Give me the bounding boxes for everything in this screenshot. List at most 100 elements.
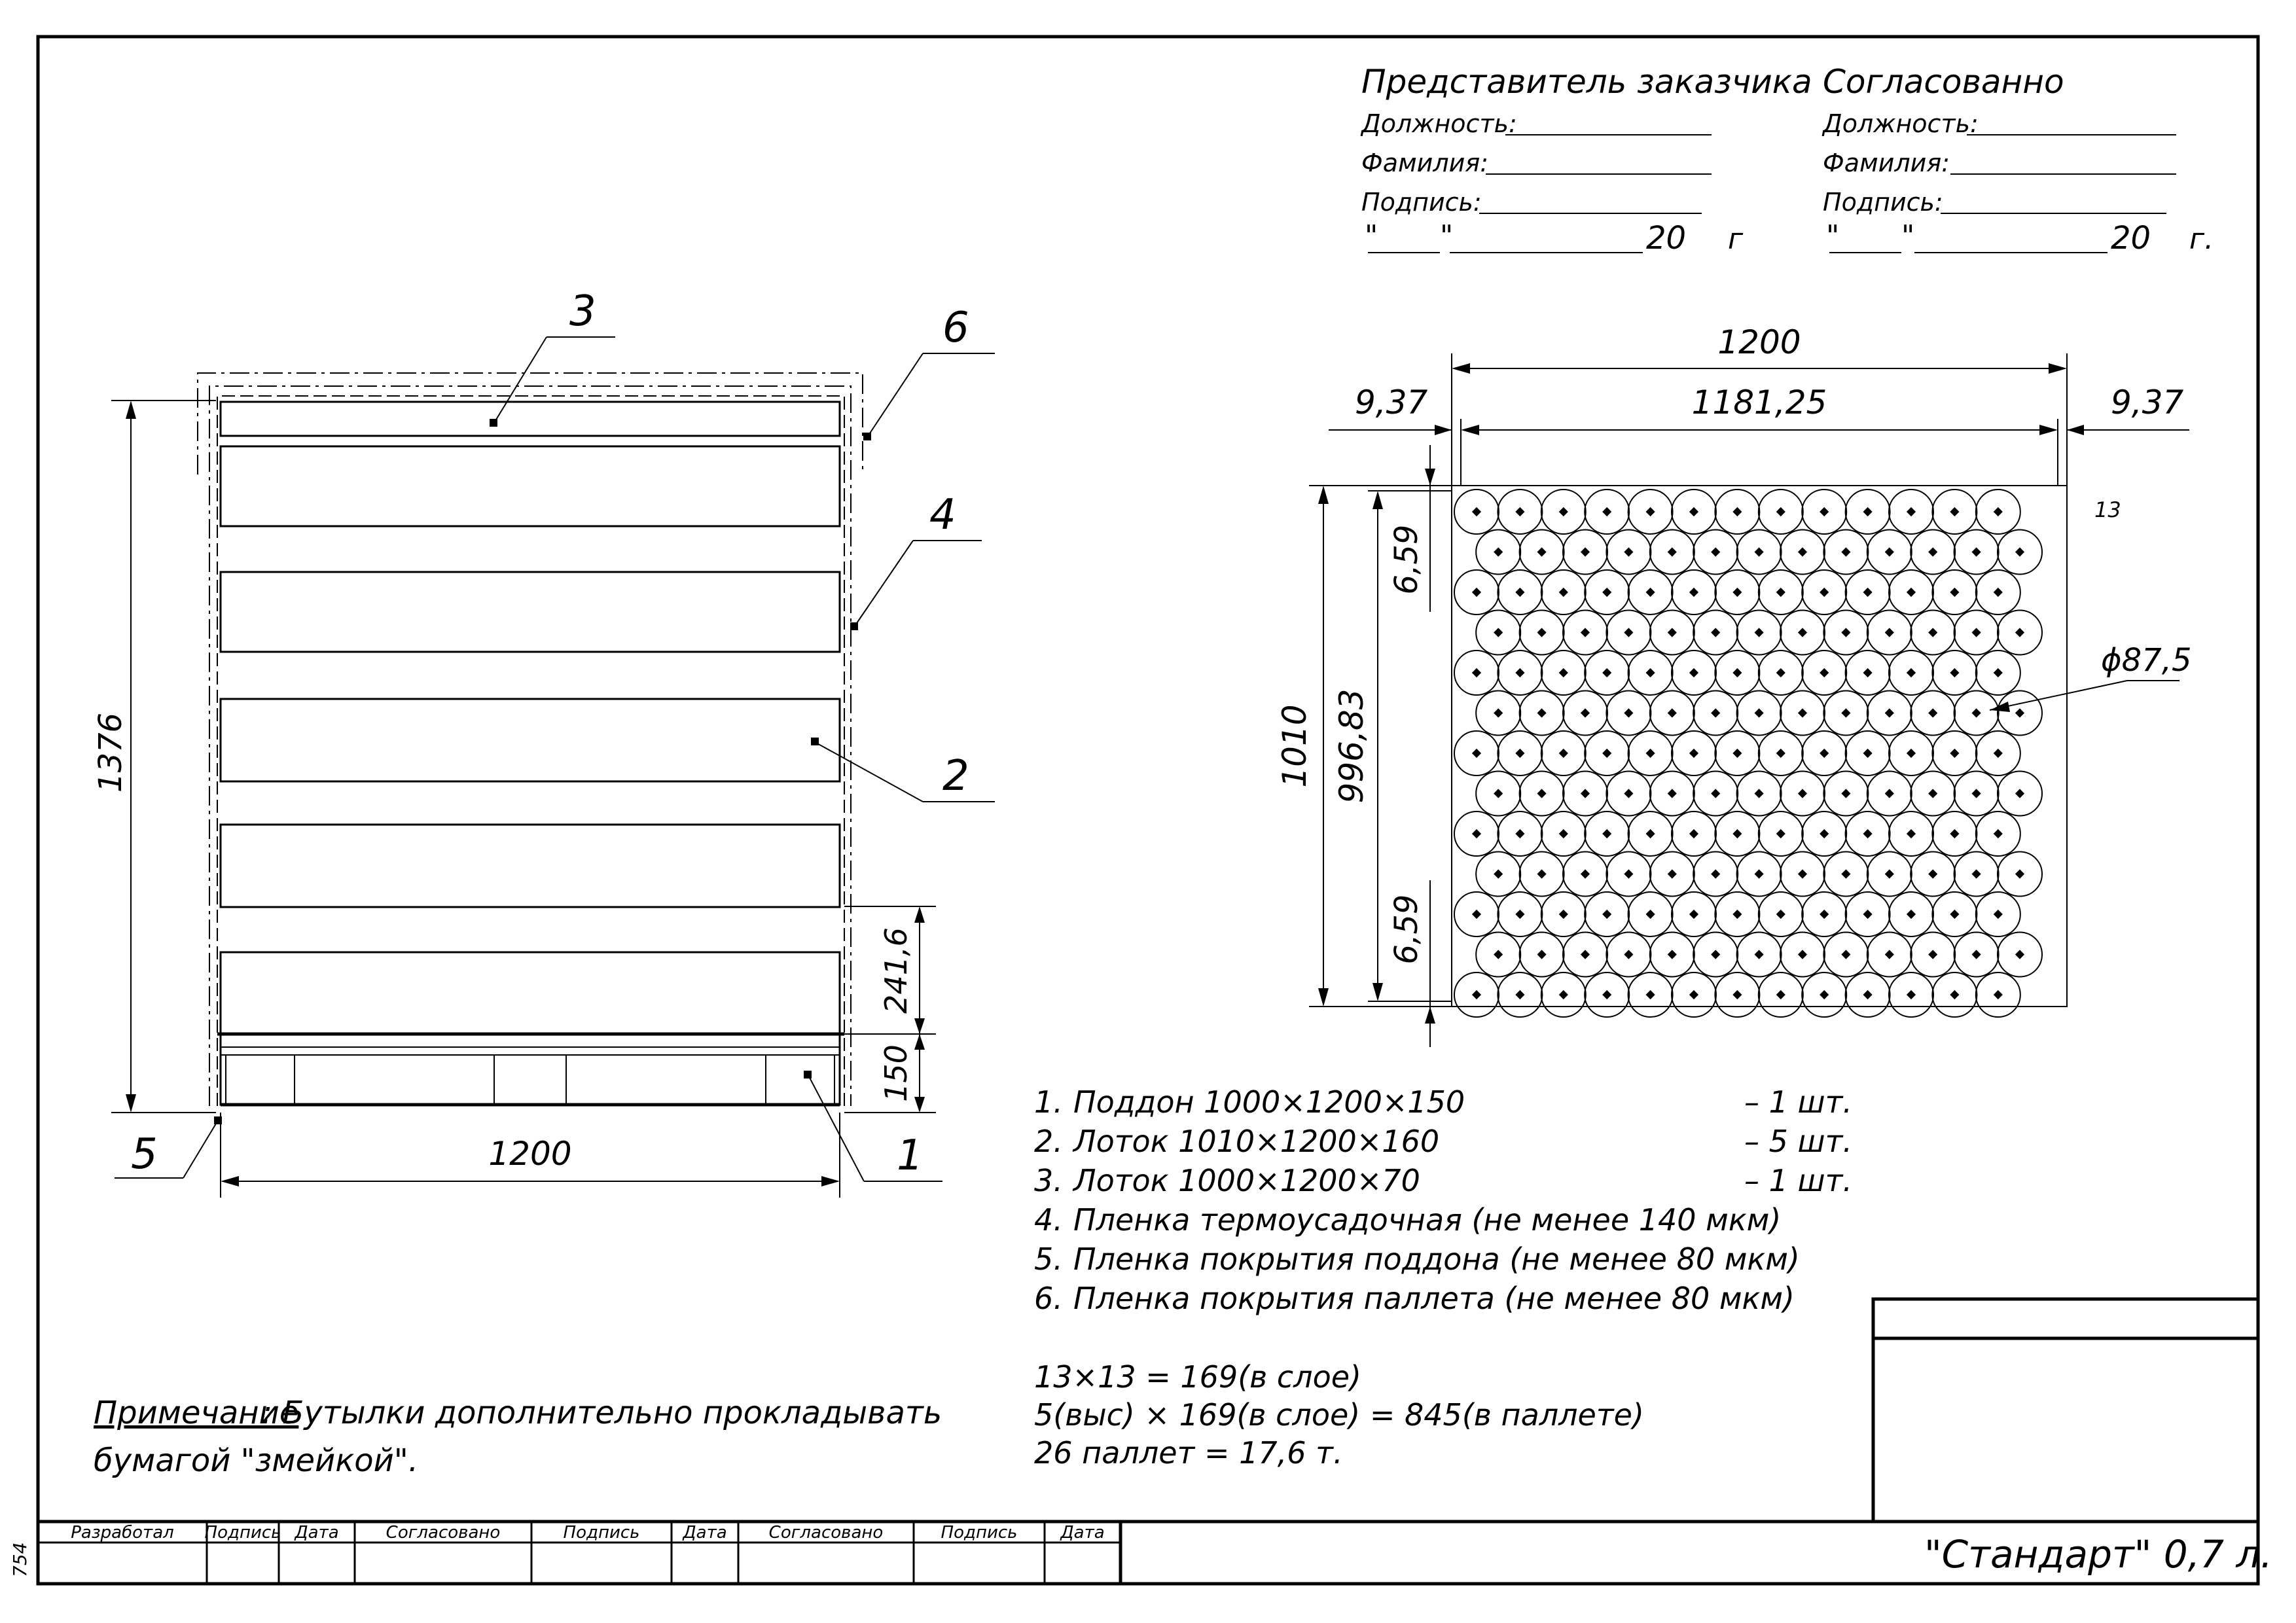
- bottle-center-mark: [1558, 748, 1568, 758]
- bottle: [1910, 770, 1956, 817]
- bottle: [1780, 690, 1825, 736]
- bottle-center-mark: [1624, 950, 1634, 959]
- bottle-center-mark: [1993, 668, 2003, 678]
- bottle-center-mark: [1950, 748, 1960, 758]
- bottle-center-mark: [2015, 950, 2025, 959]
- bottle: [1823, 931, 1869, 978]
- bottle-center-mark: [2015, 789, 2025, 798]
- bottle: [1605, 529, 1652, 575]
- approval-left-signature: Подпись:: [1361, 188, 1482, 217]
- callout-6-label: 6: [942, 304, 969, 352]
- bottle: [1714, 972, 1761, 1018]
- title-block-header: Подпись: [941, 1523, 1018, 1543]
- bottle-center-mark: [1797, 628, 1808, 637]
- bottle: [1605, 609, 1652, 656]
- bottle-grid: [1454, 489, 2043, 1018]
- bottle-center-mark: [1667, 547, 1677, 557]
- bottle-center-mark: [1928, 628, 1938, 637]
- bottle-center-mark: [1494, 628, 1503, 637]
- bottle-center-mark: [1732, 829, 1742, 839]
- bottle-center-mark: [1471, 748, 1482, 758]
- bottle: [1780, 529, 1825, 575]
- bottle-center-mark: [1558, 668, 1568, 678]
- top-tray: [219, 401, 841, 437]
- bottle-center-mark: [1602, 748, 1612, 758]
- bottle-center-mark: [1471, 990, 1482, 1000]
- bottle-center-mark: [1993, 507, 2003, 517]
- bottle: [1736, 851, 1782, 897]
- bottle: [1540, 730, 1587, 776]
- bottle: [1953, 851, 2000, 897]
- bottle-center-mark: [1732, 668, 1742, 678]
- callout-5: 5: [115, 1116, 222, 1179]
- bottle-center-mark: [1602, 909, 1612, 919]
- bottle: [1518, 690, 1565, 736]
- bottle: [1801, 650, 1848, 696]
- bottle-diameter: ϕ87,5: [2101, 642, 2192, 679]
- bottle: [1671, 569, 1717, 615]
- bottle: [1714, 489, 1761, 535]
- bottle: [1801, 489, 1848, 535]
- bottle-center-mark: [1906, 748, 1916, 758]
- bottle: [1671, 972, 1717, 1018]
- bottle: [1844, 811, 1891, 857]
- bottle: [1540, 891, 1587, 937]
- bottle-center-mark: [1494, 547, 1503, 557]
- bottle: [1844, 730, 1891, 776]
- bottle-center-mark: [1580, 950, 1590, 959]
- bottle-center-mark: [1580, 789, 1590, 798]
- callout-3-label: 3: [569, 287, 596, 336]
- bottle-center-mark: [1732, 909, 1742, 919]
- bottle-center-mark: [1928, 789, 1938, 798]
- bottle: [1671, 891, 1717, 937]
- bottle-center-mark: [1884, 708, 1894, 718]
- dim-bottom-gap: 6,59: [1388, 895, 1425, 965]
- bottle: [1649, 770, 1695, 817]
- bottle: [1714, 569, 1761, 615]
- bottle-center-mark: [1537, 789, 1547, 798]
- bottle-center-mark: [1971, 628, 1981, 637]
- dim-outer-width: 1200: [1717, 323, 1801, 361]
- dim-width-1200: 1200: [488, 1135, 571, 1173]
- bottle: [1562, 770, 1608, 817]
- bottle: [1562, 931, 1608, 978]
- bottle: [1975, 811, 2021, 857]
- bottle-center-mark: [1841, 628, 1851, 637]
- bottle-center-mark: [1971, 547, 1981, 557]
- bottle: [1801, 730, 1848, 776]
- bottle-center-mark: [1645, 748, 1655, 758]
- bottle: [1953, 529, 2000, 575]
- spec-item-number: 2.: [1034, 1124, 1063, 1159]
- bottle: [1584, 489, 1630, 535]
- bottle-center-mark: [1863, 507, 1873, 517]
- bottle: [1475, 690, 1522, 736]
- bottle: [1497, 569, 1543, 615]
- bottle-center-mark: [1494, 708, 1503, 718]
- bottle: [1844, 489, 1891, 535]
- bottle-center-mark: [1841, 708, 1851, 718]
- bottle: [1627, 489, 1674, 535]
- bottle-center-mark: [1971, 950, 1981, 959]
- bottle: [1518, 529, 1565, 575]
- bottle-center-mark: [1863, 990, 1873, 1000]
- bottle: [1736, 529, 1782, 575]
- bottle-center-mark: [1515, 748, 1525, 758]
- bottle: [1757, 489, 1804, 535]
- bottle: [1475, 529, 1522, 575]
- bottle-center-mark: [1602, 668, 1612, 678]
- calc-line-3: 26 паллет = 17,6 т.: [1034, 1435, 1343, 1471]
- bottle-center-mark: [1515, 829, 1525, 839]
- bottle: [1997, 931, 2043, 978]
- approval-right-quote-a: ": [1826, 219, 1839, 253]
- bottle: [1605, 690, 1652, 736]
- bottle: [1844, 972, 1891, 1018]
- bottle: [1497, 972, 1543, 1018]
- bottle: [1540, 650, 1587, 696]
- bottle: [1931, 730, 1978, 776]
- bottle-center-mark: [1950, 909, 1960, 919]
- bottle: [1475, 609, 1522, 656]
- bottle: [1693, 931, 1739, 978]
- bottle-center-mark: [1776, 829, 1785, 839]
- bottle-center-mark: [2015, 708, 2025, 718]
